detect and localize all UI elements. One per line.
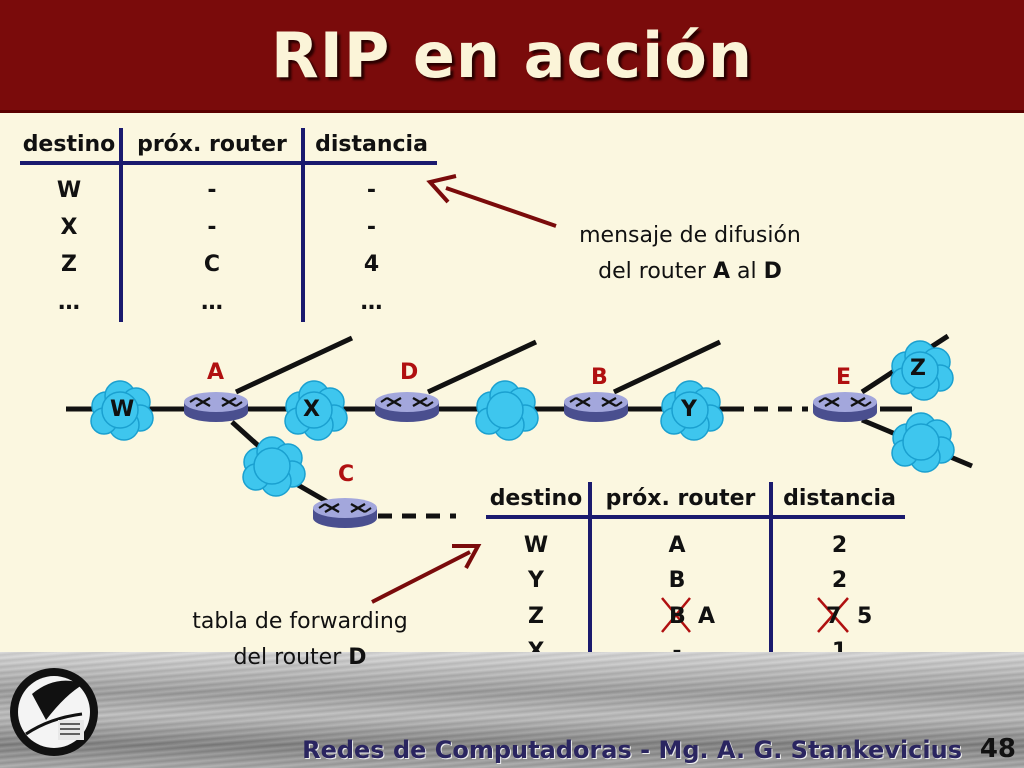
router-b-icon	[562, 390, 630, 424]
router-e-icon	[811, 390, 879, 424]
network-cloud	[475, 380, 539, 441]
router-label-e: E	[836, 365, 852, 390]
bottom-cell: B	[668, 568, 686, 593]
page-number: 48	[979, 734, 1016, 764]
top-header-prox-router: próx. router	[137, 132, 287, 157]
bottom-cell: 2	[831, 533, 848, 558]
bottom-cell: Y	[528, 568, 544, 593]
network-label-z: Z	[910, 356, 926, 381]
top-cell: -	[366, 178, 377, 203]
bottom-cell-new: 5	[857, 604, 873, 629]
router-c-icon	[311, 496, 379, 530]
bottom-header-destino: destino	[489, 486, 583, 511]
bottom-cell: A	[668, 533, 686, 558]
network-label-w: W	[110, 397, 135, 422]
top-cell: 4	[363, 252, 380, 277]
top-cell: …	[360, 290, 383, 315]
network-cloud	[891, 412, 955, 473]
router-label-c: C	[338, 462, 355, 487]
top-cell: …	[201, 290, 223, 315]
slide-title: RIP en acción	[271, 19, 753, 92]
top-cell: -	[207, 178, 217, 203]
network-cloud	[242, 436, 306, 497]
router-label-d: D	[400, 360, 419, 385]
top-cell: X	[60, 215, 78, 240]
top-cell: -	[207, 215, 217, 240]
bottom-cell: Z	[528, 604, 544, 629]
top-cell: W	[56, 178, 82, 203]
router-label-a: A	[207, 360, 225, 385]
bottom-cell: -	[593, 639, 761, 664]
bottom-cell-old: B	[669, 604, 686, 629]
forwarding-annotation-line2: del router D	[233, 645, 367, 670]
network-label-x: X	[303, 397, 320, 422]
top-cell: Z	[61, 252, 77, 277]
top-cell: C	[203, 252, 221, 277]
broadcast-annotation-line2: del router A al D	[598, 259, 782, 284]
network-label-y: Y	[681, 397, 697, 422]
footer-band	[0, 652, 1024, 768]
top-cell: …	[58, 290, 80, 315]
top-cell: -	[366, 215, 377, 240]
top-header-destino: destino	[22, 132, 116, 157]
footer-course-credit: Redes de Computadoras - Mg. A. G. Stanke…	[302, 736, 962, 764]
router-d-icon	[373, 390, 441, 424]
broadcast-annotation: mensaje de difusión del router A al D	[540, 218, 840, 290]
bottom-cell: W	[523, 533, 549, 558]
router-a-icon	[182, 390, 250, 424]
forwarding-annotation-line1: tabla de forwarding	[192, 609, 408, 634]
bottom-cell-new: A	[698, 604, 716, 629]
university-seal-logo	[10, 668, 98, 756]
bottom-header-prox-router: próx. router	[605, 486, 756, 511]
forwarding-annotation: tabla de forwarding del router D	[160, 604, 440, 676]
bottom-cell: 2	[831, 568, 848, 593]
title-bar	[0, 0, 1024, 113]
bottom-header-distancia: distancia	[783, 486, 896, 511]
router-label-b: B	[591, 365, 608, 390]
top-header-distancia: distancia	[315, 132, 428, 157]
broadcast-annotation-line1: mensaje de difusión	[579, 223, 801, 248]
bottom-cell-old: 7	[826, 604, 842, 629]
